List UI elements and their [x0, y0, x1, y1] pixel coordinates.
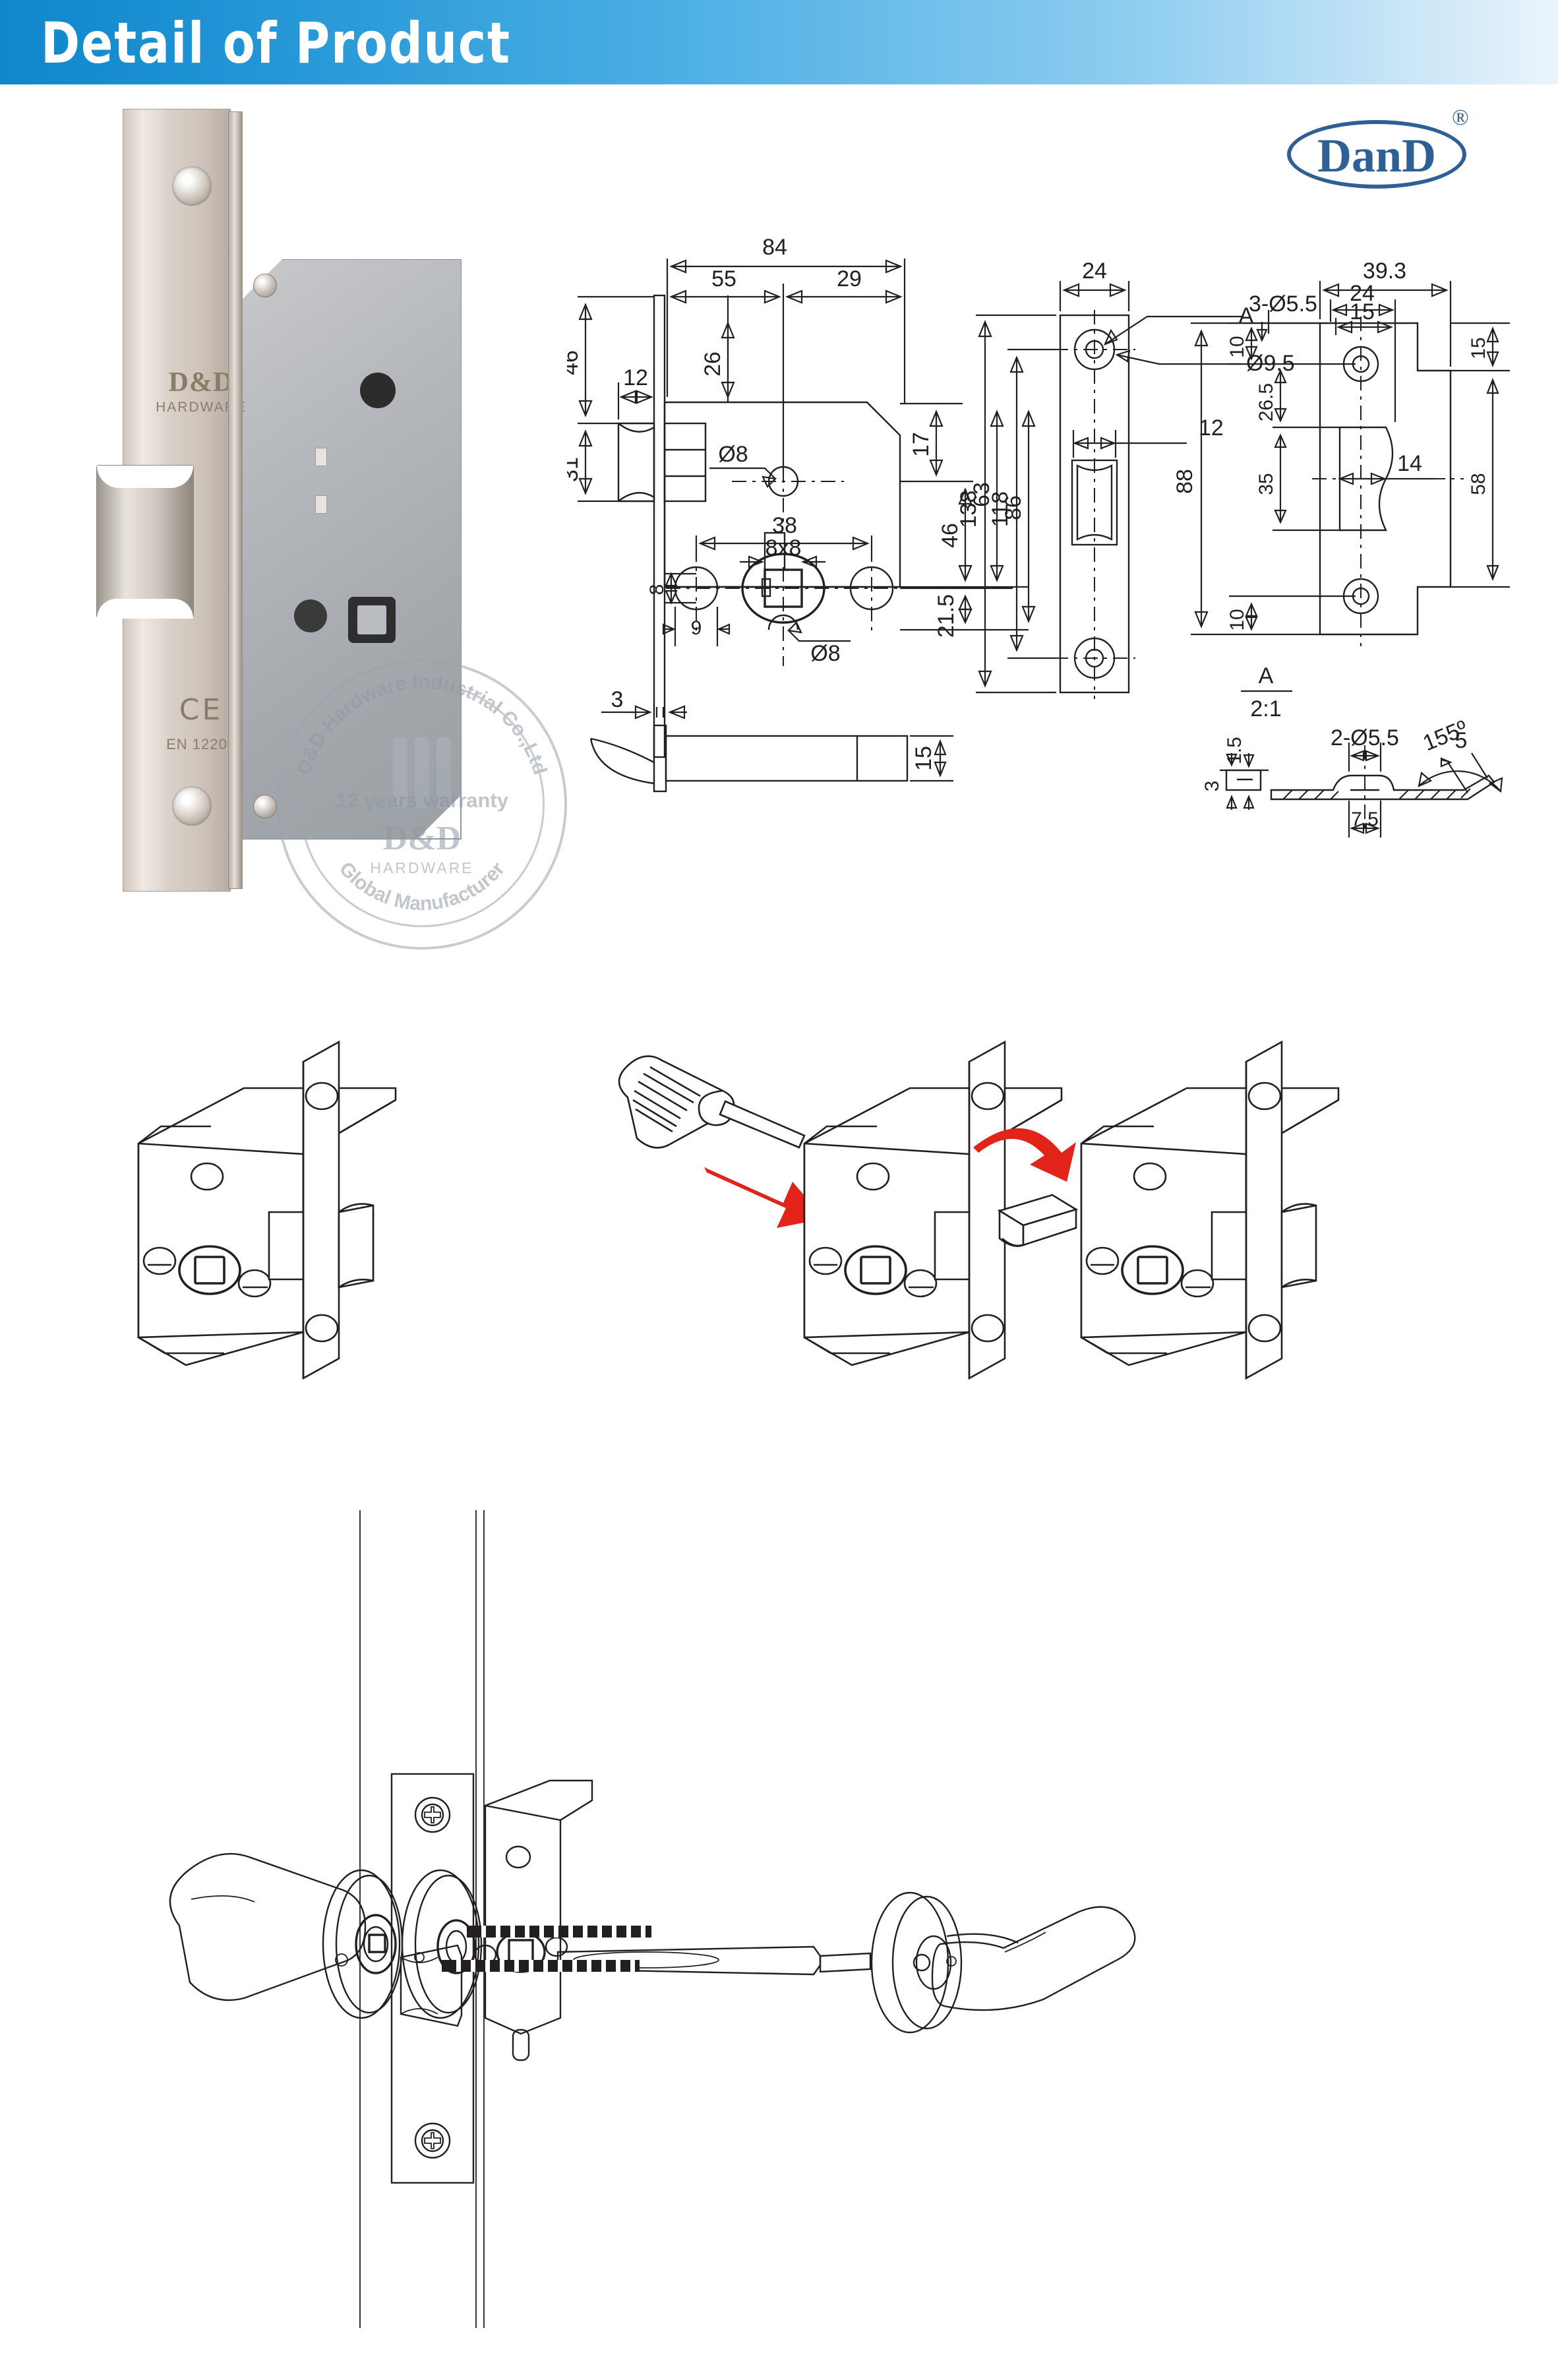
dim-5: 5: [1455, 728, 1468, 753]
section-detail-a: A 2:1 1.5: [1201, 663, 1503, 838]
logo-wordmark: DanD: [1317, 129, 1437, 182]
dim-38: 38: [772, 513, 797, 538]
dim-29: 29: [837, 266, 862, 291]
install-step-3: [1080, 1041, 1340, 1380]
install-step-2: [618, 1041, 1079, 1380]
forend-in-door: [390, 1773, 475, 2184]
dim-46-right: 46: [938, 523, 963, 548]
registered-trademark-icon: ®: [1452, 106, 1469, 130]
callout-dia8-upper: Ø8: [718, 442, 748, 467]
faceplate-edge: [228, 111, 243, 889]
faceplate-screw-hole-top: [172, 166, 212, 206]
standard-engraving: EN 12209: [166, 736, 236, 752]
case-pin-lower: [315, 495, 327, 514]
dim-63: 63: [969, 482, 994, 507]
lock-case-assembly: [473, 1779, 593, 2061]
stamp-inner-ring: [299, 682, 545, 927]
dim-88: 88: [1172, 469, 1197, 494]
dim-55: 55: [711, 266, 736, 291]
faceplate-brand-engraving: D&D: [168, 367, 234, 398]
dim-8x8: 8x8: [765, 535, 802, 561]
dim-8: 8: [646, 584, 668, 595]
latch-bolt-photo: [96, 465, 194, 619]
technical-drawing-group: 84 55 29 26 46: [567, 218, 1543, 851]
push-arrow-icon: [704, 1167, 824, 1228]
dim-58: 58: [1468, 473, 1489, 495]
dim-14: 14: [1397, 451, 1422, 476]
case-screw-bottom: [253, 795, 277, 818]
callout-3-dia5-5: 3-Ø5.5: [1249, 291, 1317, 317]
dim-1-5: 1.5: [1224, 737, 1245, 764]
lever-handle-right: [870, 1891, 1136, 2034]
dim-10-bottom: 10: [1226, 609, 1248, 630]
brand-logo: DanD ®: [1287, 106, 1485, 191]
dim-138: 138: [956, 491, 981, 528]
dim-46-left: 46: [567, 350, 583, 375]
dim-15-strike: 15: [1350, 299, 1375, 324]
assembly-diagram: [152, 1490, 1444, 2348]
ce-mark-engraving: CE: [179, 693, 224, 727]
dim-24-forend: 24: [1082, 259, 1107, 284]
dim-39-3: 39.3: [1363, 259, 1406, 284]
company-watermark-stamp: D&D Hardware Industrial Co.,Ltd Global M…: [277, 659, 567, 950]
fixing-screws: [442, 1926, 651, 1972]
faceplate-screw-hole-bottom: [172, 786, 212, 826]
case-hole-upper: [360, 373, 396, 408]
stamp-outer-ring: [277, 659, 567, 950]
latch-flipped-up: [997, 1194, 1079, 1247]
dim-9: 9: [691, 617, 702, 639]
dim-12-forend: 12: [1199, 415, 1224, 441]
dim-118: 118: [988, 491, 1013, 527]
page-title: Detail of Product: [41, 11, 511, 76]
dim-84: 84: [762, 235, 787, 260]
dim-31: 31: [567, 457, 583, 482]
stamp-warranty-text: 12 years warranty: [336, 789, 508, 812]
dim-86: 86: [1001, 495, 1026, 520]
dim-15-latch: 15: [911, 746, 936, 771]
dim-3-latch: 3: [611, 687, 624, 712]
dim-26: 26: [700, 351, 725, 377]
section-marker-a: A: [1239, 303, 1254, 328]
dim-17: 17: [909, 432, 934, 457]
dim-10-top: 10: [1226, 336, 1248, 357]
dim-15-right: 15: [1468, 337, 1489, 359]
section-label-a: A: [1259, 663, 1274, 688]
strike-plate-view: 39.3 24 15 A 10: [1172, 259, 1510, 646]
section-scale: 2:1: [1250, 696, 1281, 721]
dim-35: 35: [1255, 473, 1277, 495]
stamp-monogram-icon: [393, 737, 451, 809]
rotate-arrow-icon: [973, 1128, 1076, 1182]
dim-12-body: 12: [623, 365, 648, 390]
door-leaf: [359, 1510, 485, 2328]
installation-steps-row: [119, 1022, 1477, 1464]
callout-2-dia5-5: 2-Ø5.5: [1331, 725, 1399, 750]
dim-26-5: 26.5: [1255, 383, 1277, 421]
logo-ellipse: [1287, 120, 1466, 189]
spindle-hole: [348, 597, 396, 643]
install-step-1: [137, 1041, 397, 1380]
lock-body-plan-view: 84 55 29 26 46: [567, 235, 1036, 758]
case-screw-top: [253, 274, 277, 297]
stamp-brand-sub-text: HARDWARE: [370, 859, 474, 876]
stamp-brand-text: D&D: [382, 820, 462, 857]
dim-3-section: 3: [1201, 781, 1223, 792]
latch-bolt-side-view: 3 15: [589, 687, 953, 793]
dim-24-strike: 24: [1350, 281, 1375, 306]
forend-faceplate-view: 24 3-Ø5.5 Ø9.5 12 138: [956, 259, 1317, 699]
callout-dia8-lower: Ø8: [810, 641, 840, 666]
handle-left-assembly: [169, 1852, 483, 2019]
page-header-banner: Detail of Product: [0, 0, 1558, 84]
case-hole-lower: [294, 599, 327, 632]
case-pin-upper: [315, 448, 327, 466]
dim-21-5: 21.5: [934, 594, 959, 638]
screwdriver-icon: [618, 1055, 806, 1149]
stamp-center-text: 12 years warranty D&D HARDWARE: [277, 789, 567, 877]
dim-7-5: 7.5: [1351, 809, 1379, 830]
faceplate-brand-sub-engraving: HARDWARE: [156, 400, 247, 415]
